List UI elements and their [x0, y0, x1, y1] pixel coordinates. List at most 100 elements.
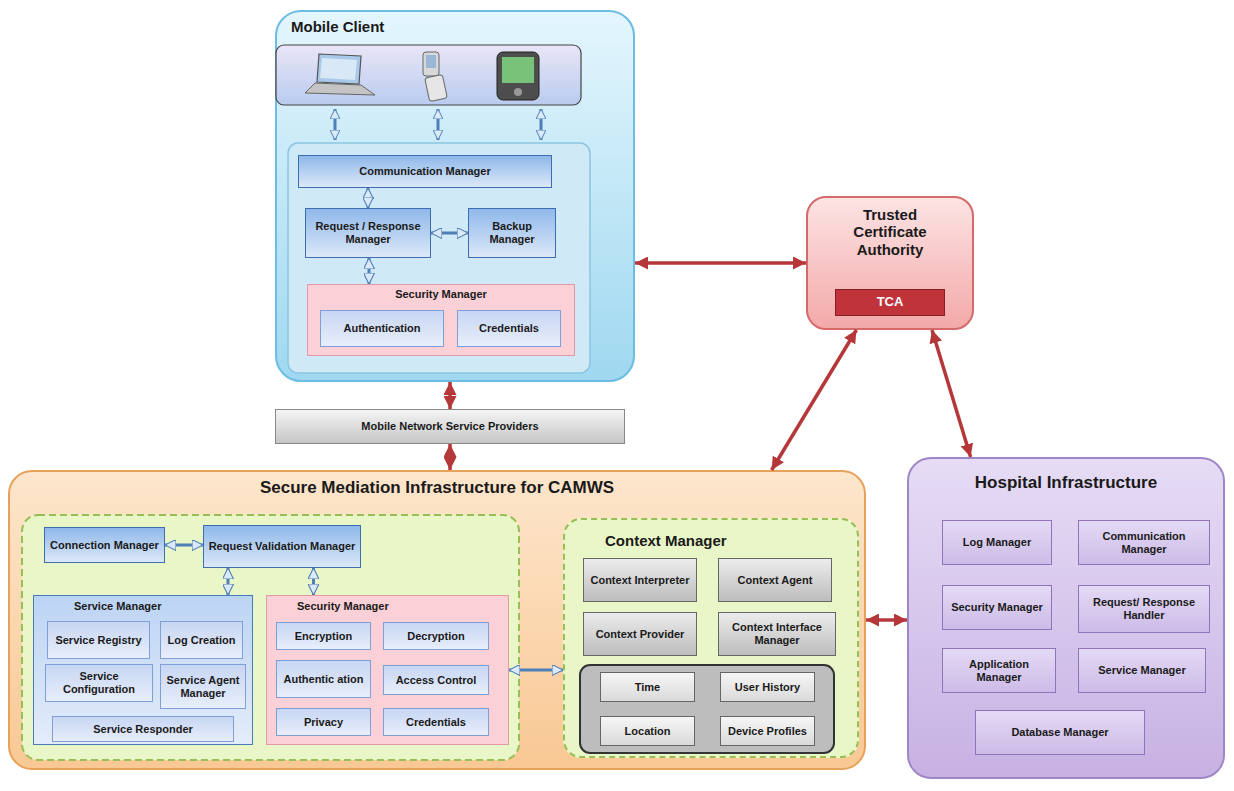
box-label: Service Configuration — [49, 670, 149, 695]
box-label: Request Validation Manager — [209, 540, 356, 553]
flow-arrow — [431, 232, 468, 235]
device-link — [437, 109, 440, 140]
group-heading: Context Manager — [565, 520, 857, 549]
box-label: Log Creation — [168, 634, 236, 647]
authority-region: Trusted Certificate AuthorityTCA — [806, 196, 974, 330]
process-box: Log Creation — [160, 621, 243, 659]
context-item: User History — [720, 672, 815, 702]
context-item: Location — [600, 716, 695, 746]
security-group: Security ManagerEncryption DecryptionAuth… — [266, 595, 509, 745]
trust-link — [932, 330, 971, 457]
process-box: Access Control — [383, 665, 489, 695]
laptop-icon — [305, 54, 375, 95]
process-box: Decryption — [383, 622, 489, 650]
process-box: Connection Manager — [44, 527, 165, 563]
trust-link — [635, 261, 806, 265]
context-group: Context ManagerContext InterpreterContex… — [563, 518, 859, 758]
device-panel — [276, 45, 581, 105]
flow-arrow — [312, 568, 315, 595]
box-label: Application Manager — [946, 658, 1052, 683]
box-label: Communication Manager — [1082, 530, 1206, 555]
trust-link — [448, 444, 452, 470]
box-label: Service Registry — [55, 634, 141, 647]
box-label: Context Provider — [596, 628, 685, 641]
trust-link — [866, 618, 907, 622]
security-group: Security ManagerAuthentication Credential… — [307, 284, 575, 356]
process-box: Log Manager — [942, 520, 1052, 565]
context-item: Device Profiles — [720, 716, 815, 746]
flow-arrow — [368, 258, 371, 284]
hospital-region: Hospital InfrastructureLog Manager Commun… — [907, 457, 1225, 779]
dashed-panel — [22, 515, 519, 760]
group-heading: Security Manager — [267, 596, 508, 613]
process-box: Communication Manager — [1078, 520, 1210, 565]
box-label: Log Manager — [963, 536, 1031, 549]
box-label: Location — [625, 725, 671, 738]
device-link — [334, 109, 337, 140]
box-label: Encryption — [295, 630, 352, 643]
process-box: Request / Response Manager — [305, 208, 431, 258]
device-link — [540, 109, 543, 140]
trust-link — [772, 330, 857, 470]
box-label: Credentials — [479, 322, 539, 335]
process-box: Context Interpreter — [583, 558, 697, 602]
flow-arrow — [165, 544, 203, 547]
process-box: Encryption — [276, 622, 371, 650]
box-label: Service Responder — [93, 723, 193, 736]
group-heading: Security Manager — [308, 285, 574, 301]
box-label: User History — [735, 681, 800, 694]
box-label: Decryption — [407, 630, 464, 643]
box-label: Mobile Network Service Providers — [361, 420, 538, 433]
group-heading: Secure Mediation Infrastructure for CAMW… — [10, 472, 864, 498]
process-box: Application Manager — [942, 648, 1056, 693]
network-band: Mobile Network Service Providers — [275, 409, 625, 444]
pda-icon — [497, 52, 539, 100]
box-label: Device Profiles — [728, 725, 807, 738]
process-box: Context Interface Manager — [718, 612, 836, 656]
group-heading: Hospital Infrastructure — [909, 459, 1223, 493]
box-label: Service Manager — [1098, 664, 1185, 677]
box-label: Database Manager — [1011, 726, 1108, 739]
box-label: Authentic ation — [283, 673, 363, 686]
box-label: Service Agent Manager — [164, 674, 242, 699]
flow-arrow — [367, 188, 370, 208]
process-box: Request/ Response Handler — [1078, 585, 1210, 633]
process-box: Service Manager — [1078, 648, 1206, 693]
client-region: Mobile ClientCommunication ManagerReques… — [275, 10, 635, 382]
context-item: Time — [600, 672, 695, 702]
box-label: Access Control — [396, 674, 477, 687]
process-box: Communication Manager — [298, 155, 552, 188]
process-box: Credentials — [457, 310, 561, 347]
box-label: Request / Response Manager — [309, 220, 427, 245]
authority-box: TCA — [835, 289, 945, 316]
box-label: Context Interface Manager — [722, 621, 832, 646]
process-box: Service Configuration — [45, 664, 153, 702]
box-label: Communication Manager — [359, 165, 490, 178]
grey-panel — [580, 665, 834, 753]
process-box: Credentials — [383, 708, 489, 736]
box-label: Request/ Response Handler — [1082, 596, 1206, 621]
process-box: Security Manager — [942, 585, 1052, 630]
box-label: TCA — [877, 295, 904, 310]
process-box: Authentication — [320, 310, 444, 347]
box-label: Context Agent — [738, 574, 813, 587]
box-label: Privacy — [304, 716, 343, 729]
inner-panel — [288, 143, 590, 373]
group-heading: Trusted Certificate Authority — [808, 198, 972, 258]
box-label: Context Interpreter — [590, 574, 689, 587]
process-box: Context Provider — [583, 612, 697, 656]
box-label: Backup Manager — [472, 220, 552, 245]
box-label: Connection Manager — [50, 539, 159, 552]
process-box: Authentic ation — [276, 660, 371, 698]
process-box: Database Manager — [975, 710, 1145, 755]
box-label: Time — [635, 681, 660, 694]
box-label: Authentication — [344, 322, 421, 335]
process-box: Request Validation Manager — [203, 525, 361, 568]
flow-arrow — [509, 669, 563, 672]
process-box: Service Responder — [52, 716, 234, 742]
process-box: Backup Manager — [468, 208, 556, 258]
group-heading: Mobile Client — [277, 12, 633, 35]
process-box: Context Agent — [718, 558, 832, 602]
